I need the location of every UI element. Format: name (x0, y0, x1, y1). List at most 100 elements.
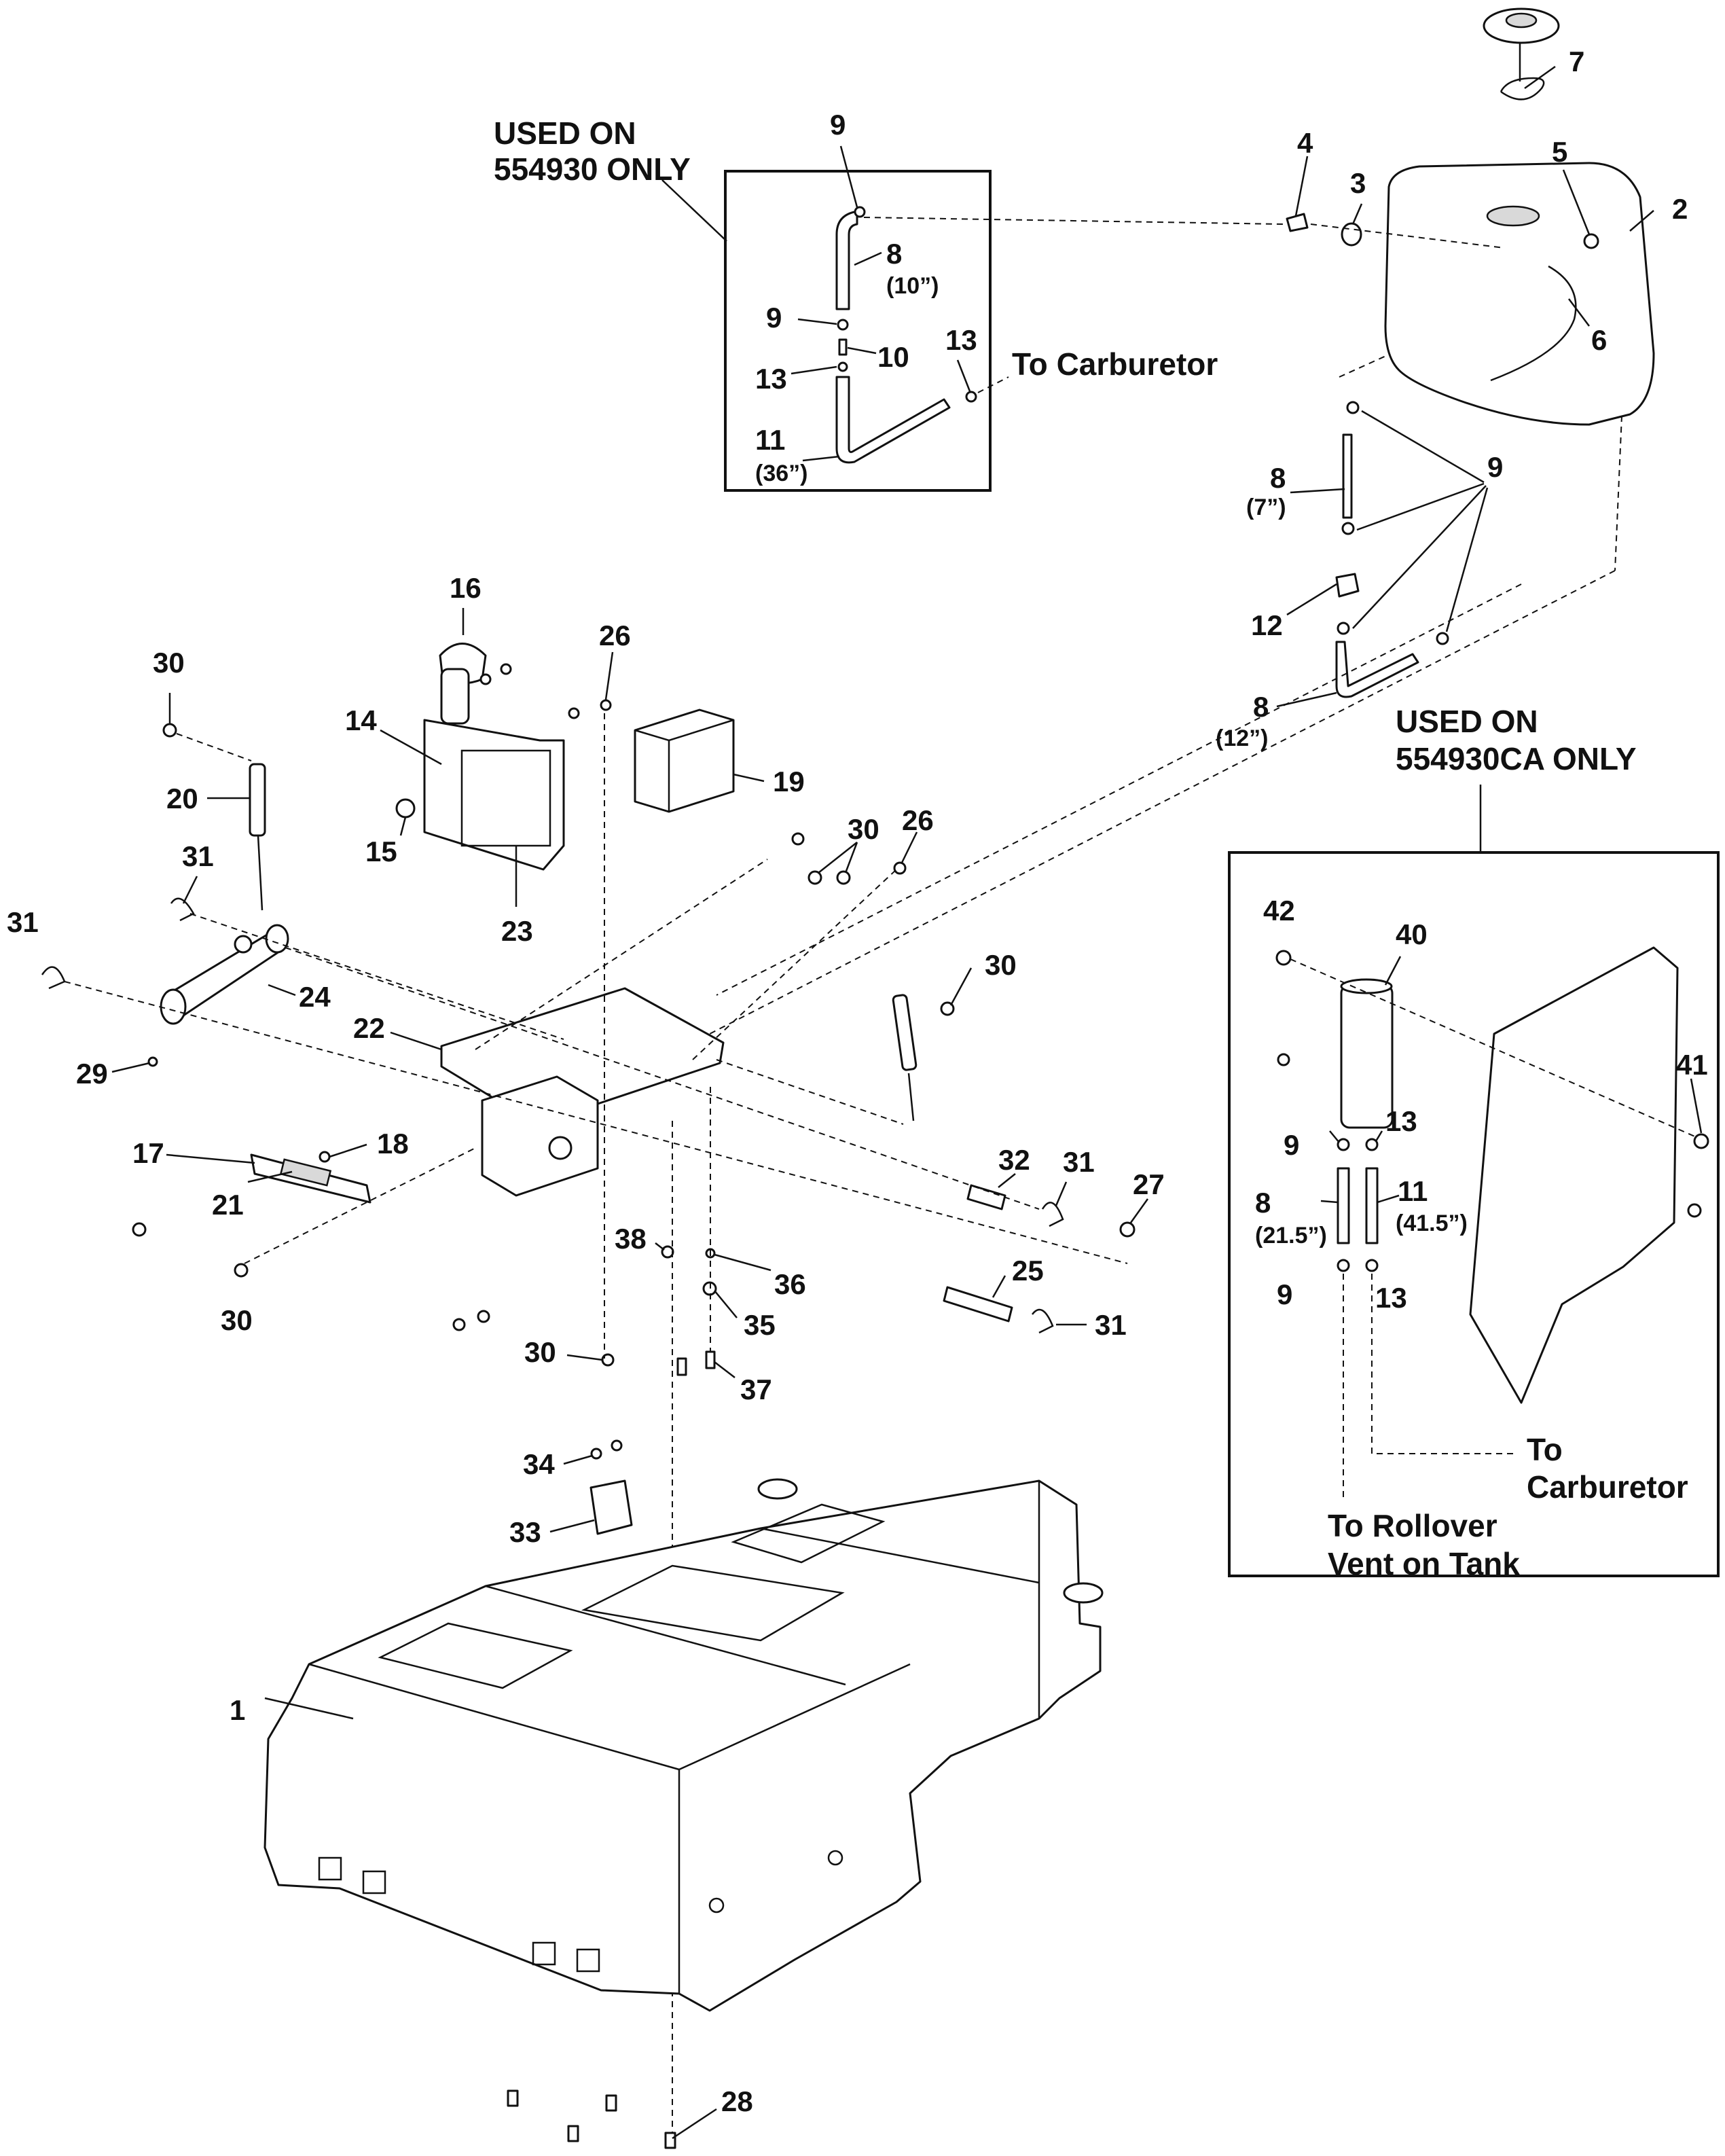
callout-19: 19 (773, 766, 805, 797)
leader-11-41in (1377, 1194, 1400, 1204)
leader-9-inset-top (839, 145, 858, 208)
leader-9-d (1445, 487, 1489, 632)
dash-diag-g (716, 1059, 904, 1125)
leader-13-inset-a (791, 365, 837, 375)
tank-dash-2 (1614, 415, 1622, 571)
callout-13-inset-b-top: 13 (1385, 1105, 1417, 1137)
clamp-13-left (837, 361, 848, 372)
frame-slot-a (318, 1856, 342, 1881)
carb-dash-a (977, 376, 1009, 393)
leader-21 (247, 1170, 293, 1183)
battery-edges (634, 719, 734, 812)
callout-35: 35 (744, 1309, 776, 1341)
callout-11-36in-length: (36”) (755, 461, 807, 486)
frame-opening-c (731, 1503, 886, 1564)
cap-tether (1500, 42, 1545, 101)
nut-30-center-b (836, 870, 851, 885)
pin-32 (966, 1184, 1006, 1210)
fuel-tank-assembly (678, 7, 1655, 1050)
leader-8-21in (1320, 1200, 1339, 1204)
leader-3 (1351, 203, 1363, 225)
leader-11-36in (802, 455, 840, 462)
leader-26-right (901, 831, 918, 863)
screw-41 (1693, 1133, 1709, 1149)
leader-1 (264, 1697, 354, 1720)
vent-dash-a (863, 217, 1284, 225)
callout-6: 6 (1591, 324, 1607, 356)
hose-41-5in (1365, 1167, 1379, 1244)
inset-554930ca-to-carb-line2: Carburetor (1527, 1469, 1688, 1505)
leader-36 (714, 1253, 771, 1272)
leader-30-lower (566, 1354, 603, 1361)
leader-5 (1562, 169, 1591, 235)
callout-labels: 1 2 3 4 5 6 7 8 (10”) 8 (7”) 8 (12”) 8 (… (7, 46, 1708, 2117)
leader-40 (1384, 956, 1402, 986)
nut-34-b (611, 1439, 623, 1452)
callout-25: 25 (1012, 1255, 1044, 1287)
leader-27 (1129, 1198, 1149, 1223)
callout-20: 20 (166, 783, 198, 814)
bolt-28-c (567, 2125, 579, 2142)
leader-32 (998, 1173, 1016, 1188)
screw-inset-b (1687, 1203, 1702, 1218)
frame-tube-top-a (757, 1478, 798, 1500)
callout-22: 22 (353, 1012, 385, 1044)
callout-18: 18 (377, 1128, 409, 1160)
leader-6 (1568, 298, 1590, 327)
leader-12 (1286, 583, 1337, 616)
nut-30-center-a (807, 870, 822, 885)
module-screw-b (500, 663, 512, 675)
clamp-9-mid (837, 319, 849, 331)
callout-9-tank: 9 (1487, 451, 1503, 483)
clip-31-c (1041, 1202, 1064, 1227)
callout-30-right: 30 (985, 949, 1017, 981)
leader-18 (329, 1143, 367, 1158)
callout-9-inset-b-bottom: 9 (1277, 1278, 1292, 1310)
clamp-13-right (965, 391, 977, 403)
leader-31-a (182, 876, 198, 904)
callout-30-left: 30 (221, 1304, 253, 1336)
pin-25 (943, 1286, 1013, 1323)
screw-26-right (893, 861, 907, 875)
leader-31-c (1055, 1181, 1068, 1206)
screw-center (791, 832, 805, 846)
callout-28: 28 (721, 2085, 753, 2117)
dash-diag-a (189, 913, 564, 1040)
callout-34: 34 (523, 1448, 555, 1480)
leader-lines (111, 65, 1703, 2140)
frame-opening-a (378, 1622, 573, 1689)
clamp-13-inset-top (1365, 1138, 1379, 1151)
clamp-9-inset-top (1337, 1138, 1350, 1151)
callout-37: 37 (740, 1373, 772, 1405)
clamp-9-b (1341, 522, 1355, 535)
leader-37 (714, 1361, 736, 1378)
callout-1: 1 (230, 1694, 245, 1726)
grommet-3 (1341, 222, 1362, 247)
frame-hole-b (708, 1897, 725, 1914)
grommet-15 (395, 798, 416, 819)
leader-22 (390, 1031, 442, 1051)
dash-diag-e (475, 859, 768, 1050)
callout-21: 21 (212, 1189, 244, 1221)
rollover-valve-5 (1583, 233, 1599, 249)
inset-554930ca-to-carb-line1: To (1527, 1432, 1563, 1467)
pivot-tube-24-boss (234, 935, 253, 954)
nut-30-left (234, 1263, 249, 1278)
module-14 (423, 719, 565, 871)
tank-filler-neck (1486, 205, 1540, 227)
frame-tube-top-b (1063, 1582, 1104, 1604)
bolt-center (676, 1357, 687, 1376)
module-screw-c (568, 707, 580, 719)
inset-554930-note-leader (661, 179, 727, 242)
nut-30-top-left (162, 723, 177, 738)
leader-19 (733, 773, 765, 783)
callout-41: 41 (1676, 1049, 1708, 1081)
callout-11-41in-length: (41.5”) (1396, 1210, 1468, 1236)
main-frame-1 (264, 1478, 1104, 2149)
pivot-tube-24-end-b (265, 924, 289, 954)
callout-16: 16 (450, 572, 482, 604)
screw-18 (319, 1151, 331, 1163)
callout-4: 4 (1297, 127, 1313, 159)
seat-mount-22-hole (548, 1136, 573, 1160)
